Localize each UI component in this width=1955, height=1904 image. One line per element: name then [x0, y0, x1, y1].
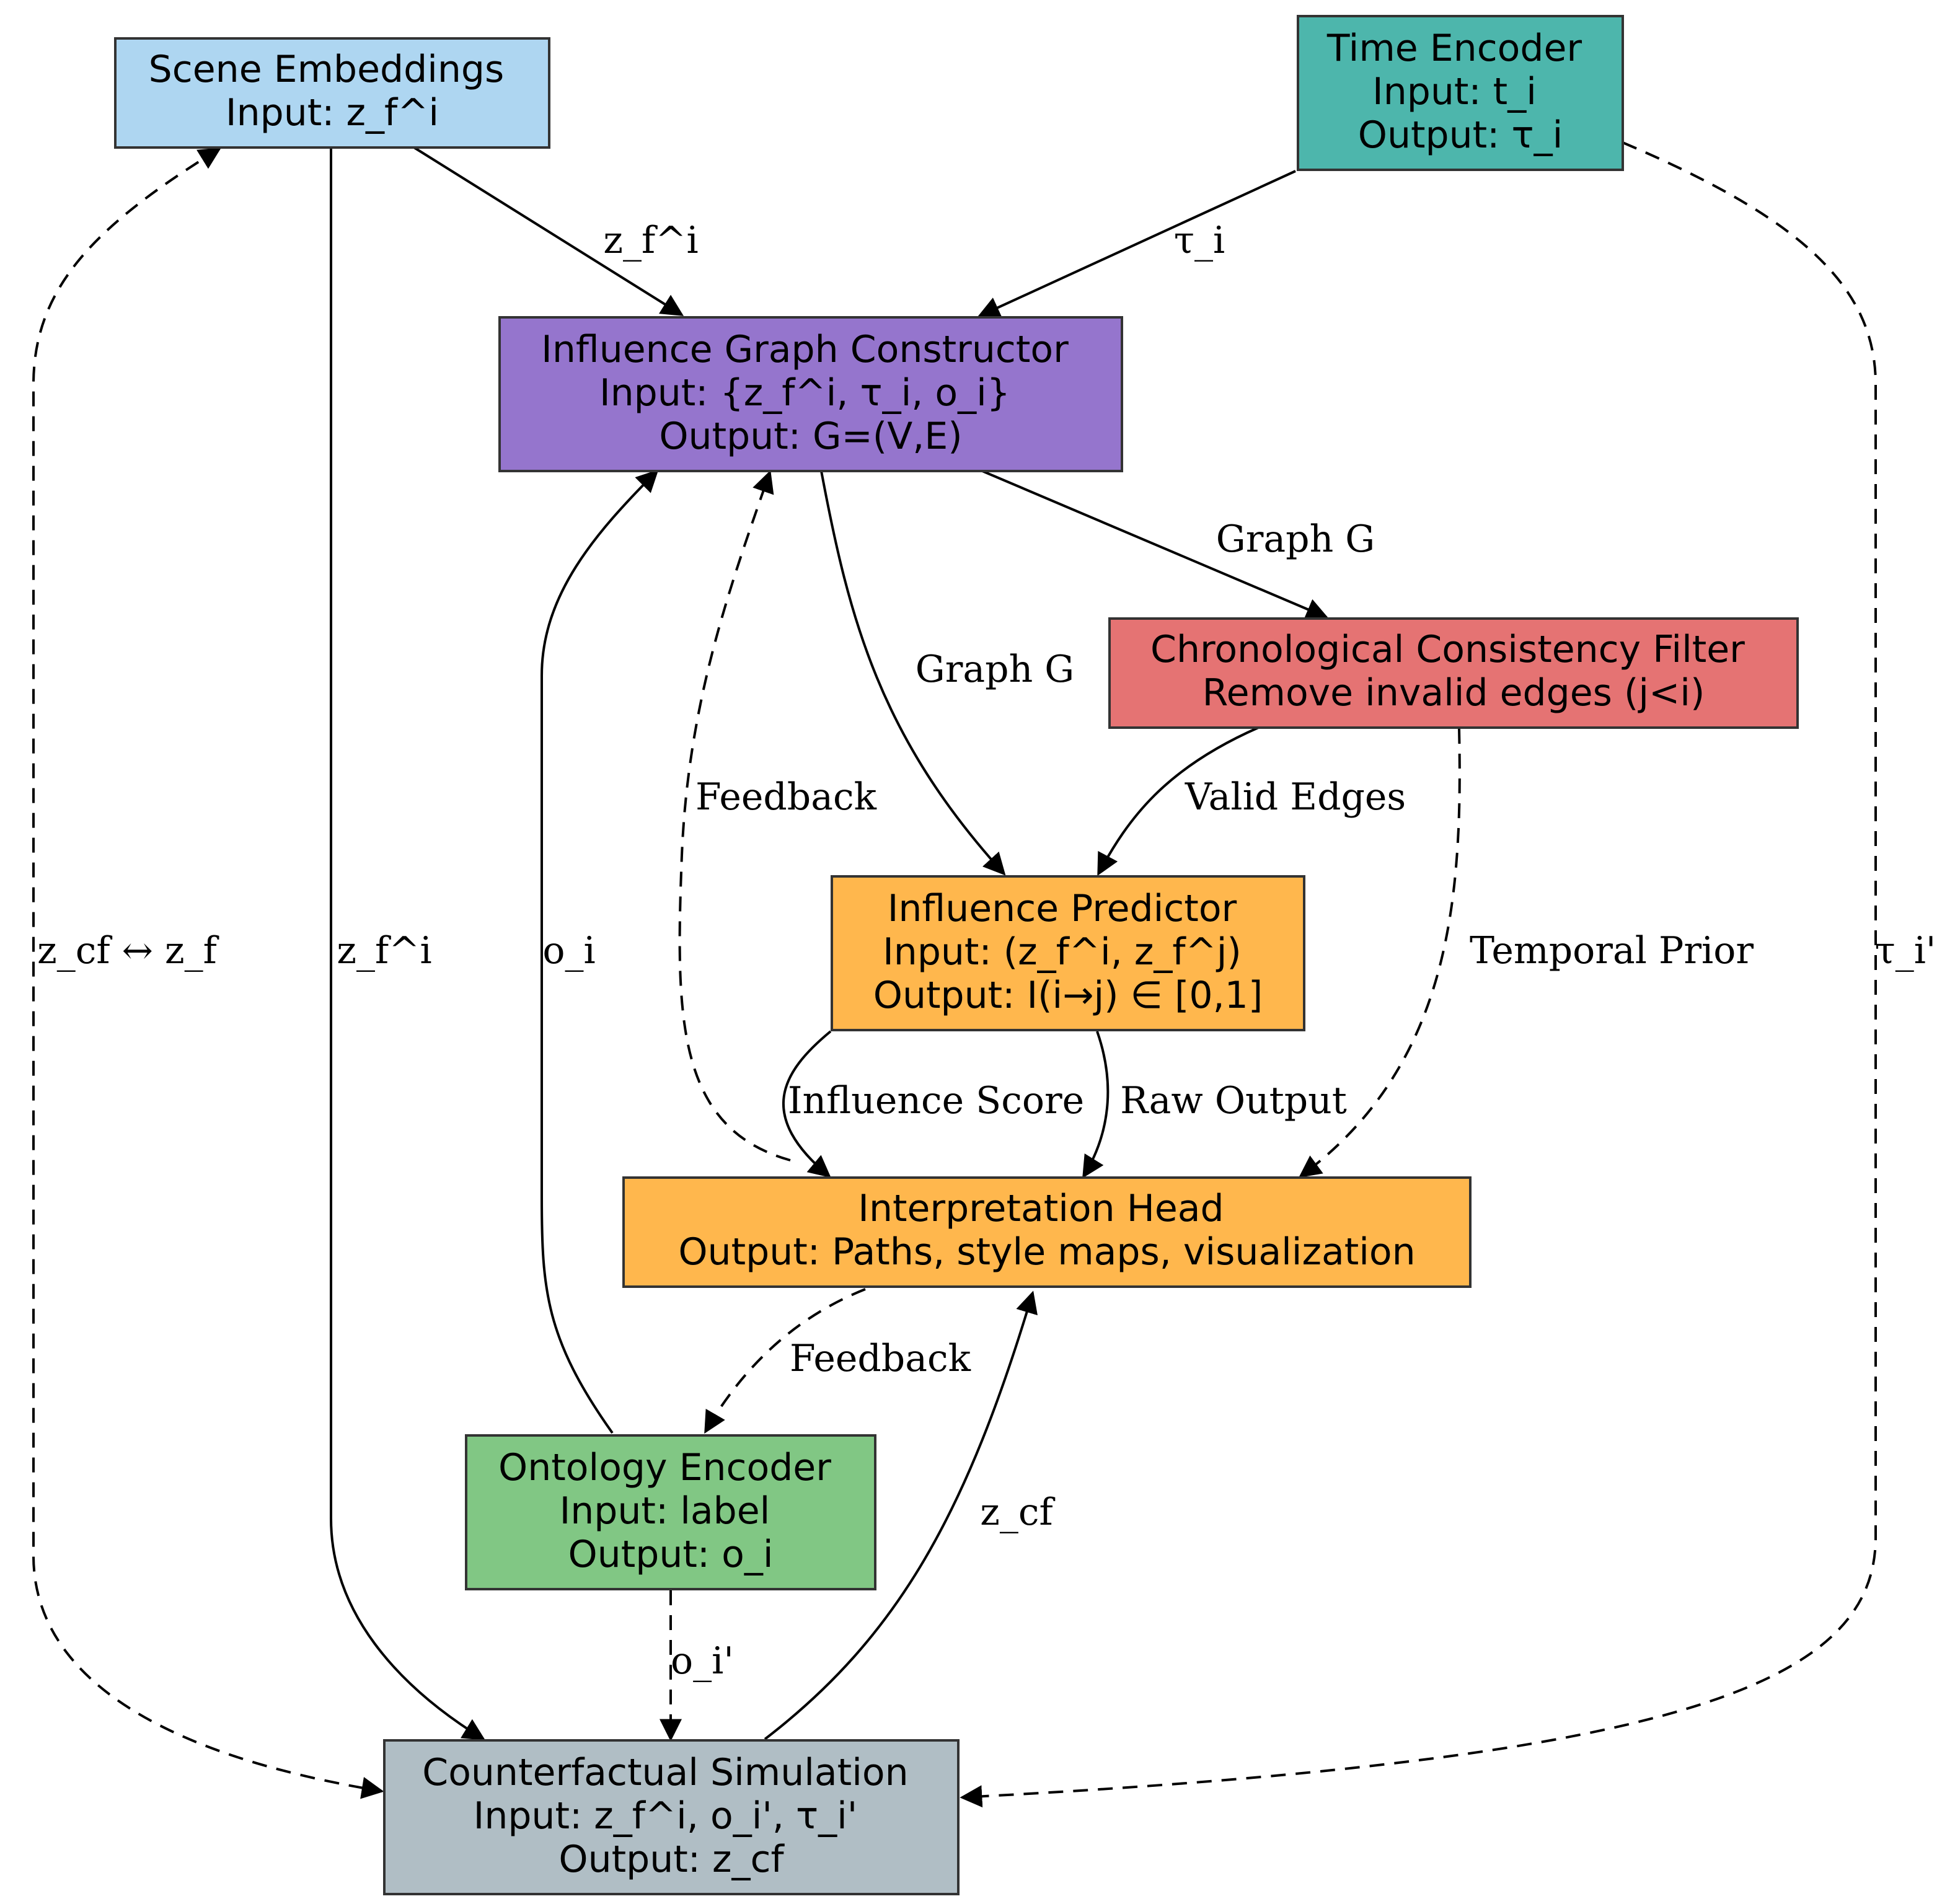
edge-label-graph-constructor-to-predictor: Graph G: [916, 648, 1074, 691]
edge-label-ontology-to-graph-constructor: o_i: [542, 929, 595, 972]
node-time-encoder: Time Encoder Input: t_i Output: τ_i: [1297, 15, 1624, 171]
edge-label-filter-to-predictor: Valid Edges: [1185, 775, 1406, 819]
node-chronological-consistency-filter: Chronological Consistency Filter Remove …: [1108, 617, 1799, 729]
node-box: [622, 1176, 1472, 1288]
node-influence-predictor: Influence Predictor Input: (z_f^i, z_f^j…: [831, 875, 1305, 1031]
node-counterfactual-simulation: Counterfactual Simulation Input: z_f^i, …: [383, 1739, 960, 1895]
node-box: [498, 316, 1123, 472]
edge-label-counterfactual-to-interpretation-head: z_cf: [980, 1491, 1055, 1534]
node-box: [383, 1739, 960, 1895]
edge-label-filter-to-interpretation-head: Temporal Prior: [1470, 929, 1754, 972]
edge-label-interpretation-head-to-ontology: Feedback: [790, 1337, 971, 1380]
node-label: Time Encoder Input: t_i Output: τ_i: [1326, 27, 1594, 157]
node-label: Counterfactual Simulation Input: z_f^i, …: [422, 1751, 920, 1881]
edge-graph-constructor-to-filter: [979, 469, 1329, 620]
edge-time-to-counterfactual: [960, 141, 1877, 1808]
node-influence-graph-constructor: Influence Graph Constructor Input: {z_f^…: [498, 316, 1123, 472]
edge-predictor-to-head-score: [782, 1030, 832, 1178]
node-box: [831, 875, 1305, 1031]
edges: z_f^i τ_i Graph G Graph G Valid Edges Te…: [32, 141, 1936, 1808]
edge-label-time-to-counterfactual: τ_i': [1875, 929, 1936, 972]
node-label: Chronological Consistency Filter Remove …: [1150, 628, 1757, 715]
edge-label-predictor-to-head-score: Influence Score: [788, 1079, 1084, 1122]
edge-interpretation-head-to-graph-constructor: [678, 470, 791, 1161]
node-interpretation-head: Interpretation Head Output: Paths, style…: [622, 1176, 1472, 1288]
node-box: [1297, 15, 1624, 171]
edge-label-scene-to-counterfactual: z_f^i: [337, 929, 431, 972]
edge-time-to-graph-constructor: [977, 170, 1296, 318]
edge-label-scene-counterfactual-bidirectional: z_cf ↔ z_f: [37, 929, 219, 972]
edge-filter-to-predictor: [1097, 726, 1259, 876]
edge-scene-to-graph-constructor: [413, 146, 684, 316]
node-box: [1108, 617, 1799, 729]
edge-label-interpretation-head-to-graph-constructor: Feedback: [695, 775, 877, 819]
edge-label-ontology-to-counterfactual: o_i': [671, 1639, 734, 1683]
node-label: Interpretation Head Output: Paths, style…: [678, 1187, 1415, 1274]
node-label: Ontology Encoder Input: label Output: o_…: [498, 1446, 843, 1576]
edge-ontology-to-graph-constructor: [541, 469, 659, 1434]
edge-label-scene-to-graph-constructor: z_f^i: [603, 219, 698, 262]
node-label: Influence Graph Constructor Input: {z_f^…: [541, 328, 1080, 458]
edge-label-time-to-graph-constructor: τ_i: [1174, 219, 1225, 262]
node-box: [465, 1434, 876, 1590]
edge-predictor-to-head-raw: [1082, 1031, 1110, 1179]
node-label: Influence Predictor Input: (z_f^i, z_f^j…: [873, 887, 1263, 1017]
edge-label-graph-constructor-to-filter: Graph G: [1216, 518, 1375, 561]
node-ontology-encoder: Ontology Encoder Input: label Output: o_…: [465, 1434, 876, 1590]
edge-counterfactual-to-interpretation-head: [764, 1290, 1038, 1740]
edge-interpretation-head-to-ontology: [704, 1288, 866, 1434]
edge-label-predictor-to-head-raw: Raw Output: [1120, 1079, 1347, 1122]
edge-scene-counterfactual-bidirectional: [32, 148, 384, 1799]
node-box: [114, 37, 550, 149]
node-label: Scene Embeddings Input: z_f^i: [149, 48, 516, 134]
node-scene-embeddings: Scene Embeddings Input: z_f^i: [114, 37, 550, 149]
edge-graph-constructor-to-predictor: [820, 470, 1006, 876]
